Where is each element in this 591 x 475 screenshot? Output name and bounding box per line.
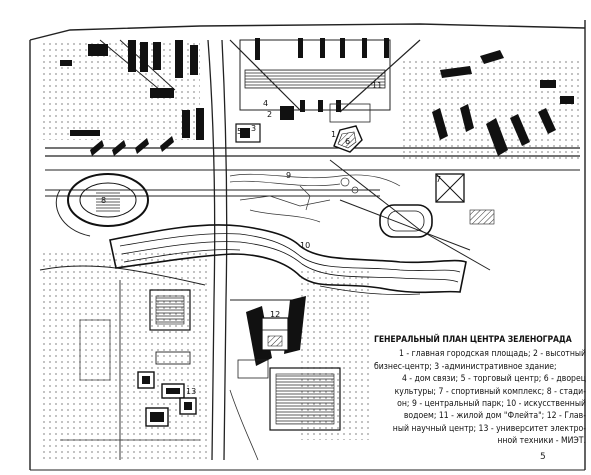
central-complex-north [235, 38, 391, 153]
legend-line: 4 - дом связи; 5 - торговый центр; 6 - д… [401, 374, 586, 385]
label-6: 6 [345, 137, 350, 146]
university-area [60, 289, 200, 441]
page-number: 5 [540, 452, 546, 462]
legend-title: ГЕНЕРАЛЬНЫЙ ПЛАН ЦЕНТРА ЗЕЛЕНОГРАДА [374, 335, 572, 345]
legend-line: 1 - главная городская площадь; 2 - высот… [398, 349, 586, 360]
legend-line: он; 9 - центральный парк; 10 - искусстве… [397, 399, 586, 410]
legend-line: культуры; 7 - спортивный комплекс; 8 - с… [394, 386, 586, 397]
legend-line: водоем; 11 - жилой дом "Флейта"; 12 - Гл… [403, 411, 586, 422]
label-7: 7 [436, 175, 441, 184]
map-labels: 1 2 3 4 5 6 7 8 9 10 11 12 13 [101, 81, 441, 396]
residential-blocks-northeast [432, 50, 574, 156]
south-block [229, 367, 341, 461]
sport-complex [379, 173, 495, 238]
label-12: 12 [270, 310, 280, 319]
label-4: 4 [263, 99, 268, 108]
label-8: 8 [101, 196, 106, 205]
scientific-center [237, 296, 306, 379]
legend-line: ный научный центр; 13 - университет элек… [392, 423, 586, 434]
label-2: 2 [267, 110, 272, 119]
label-3: 3 [251, 124, 256, 133]
artificial-lake [109, 224, 467, 295]
stadium [55, 173, 149, 237]
label-13: 13 [186, 387, 196, 396]
plan-border [29, 20, 586, 471]
label-1: 1 [331, 130, 336, 139]
legend-body: 1 - главная городская площадь; 2 - высот… [374, 348, 586, 447]
residential-blocks-northwest [60, 40, 204, 156]
label-11: 11 [372, 81, 382, 90]
legend-line: нной техники - МИЭТ. [497, 436, 586, 447]
legend-line: бизнес-центр; 3 -административное здание… [374, 361, 557, 372]
central-park [229, 173, 401, 223]
label-9: 9 [286, 171, 291, 180]
label-5: 5 [237, 127, 242, 136]
label-10: 10 [300, 241, 310, 250]
legend: ГЕНЕРАЛЬНЫЙ ПЛАН ЦЕНТРА ЗЕЛЕНОГРАДА 1 - … [374, 334, 586, 448]
